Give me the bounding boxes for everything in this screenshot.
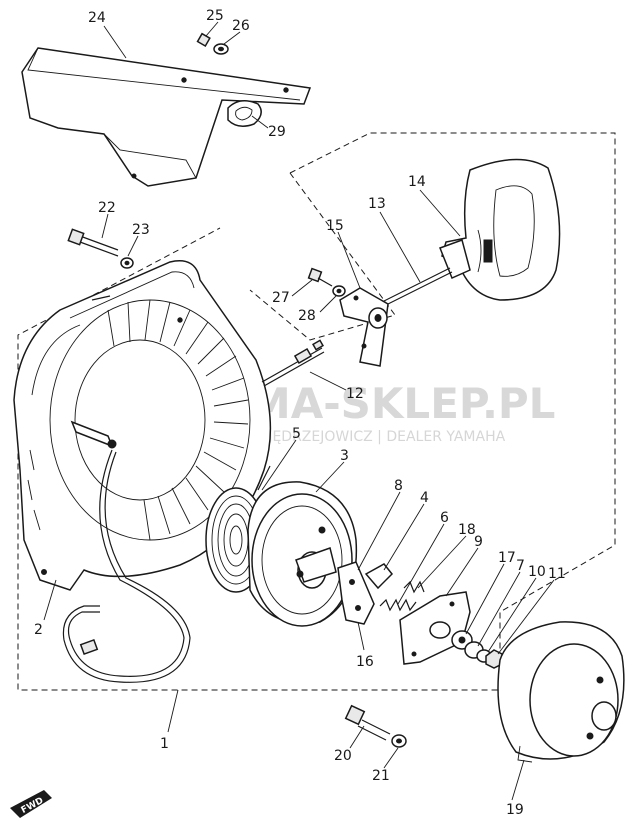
drive-plate-part-9 (399, 591, 471, 665)
callout-20: 20 (334, 748, 352, 764)
callout-24: 24 (88, 10, 106, 26)
spring-part-18 (403, 580, 425, 594)
leader-lines (43, 21, 555, 801)
callout-18: 18 (458, 522, 476, 538)
callout-9: 9 (474, 534, 483, 550)
stop-switch-cable (67, 449, 185, 677)
pawl-spring-part-4 (364, 563, 394, 590)
rope-guide-part-15 (339, 287, 389, 367)
callout-10: 10 (528, 564, 546, 580)
callout-28: 28 (298, 308, 316, 324)
callout-26: 26 (232, 18, 250, 34)
callout-2: 2 (34, 622, 43, 638)
callout-17: 17 (498, 550, 516, 566)
washer-part-21 (391, 734, 407, 748)
washer-28 (332, 285, 346, 297)
callout-14: 14 (408, 174, 426, 190)
pulley-part-3 (247, 481, 358, 627)
rod-part-12 (261, 339, 325, 387)
watermark-subtitle: PIOTR JĘDRZEJOWICZ | DEALER YAMAHA (222, 429, 506, 445)
drive-cup-part-19 (497, 621, 625, 763)
callout-25: 25 (206, 8, 224, 24)
callout-7: 7 (516, 558, 525, 574)
screw-25 (196, 32, 211, 47)
fwd-arrow-badge: FWD (10, 790, 52, 818)
callout-6: 6 (440, 510, 449, 526)
callouts: 24 25 26 29 22 23 14 13 15 27 28 12 5 3 … (34, 8, 566, 818)
callout-22: 22 (98, 200, 116, 216)
starter-rope-part-13 (377, 267, 453, 309)
fwd-arrow-icon (10, 790, 52, 818)
callout-29: 29 (268, 124, 286, 140)
starter-handle-part-14 (439, 158, 561, 301)
callout-11: 11 (548, 566, 566, 582)
top-cover-part (21, 47, 312, 187)
callout-23: 23 (132, 222, 150, 238)
screw-27 (307, 267, 333, 287)
callout-27: 27 (272, 290, 290, 306)
callout-19: 19 (506, 802, 524, 818)
grommet-29 (227, 100, 262, 127)
washer-23 (120, 257, 134, 269)
callout-12: 12 (346, 386, 364, 402)
bolt-part-20 (344, 704, 391, 741)
cable-connector (79, 638, 99, 656)
callout-5: 5 (292, 426, 301, 442)
pawl-part-8 (337, 561, 375, 625)
callout-8: 8 (394, 478, 403, 494)
callout-15: 15 (326, 218, 344, 234)
spring-part-6 (379, 598, 417, 612)
washer-26 (213, 43, 229, 55)
fan-vanes (49, 299, 251, 541)
callout-13: 13 (368, 196, 386, 212)
callout-16: 16 (356, 654, 374, 670)
callout-4: 4 (420, 490, 429, 506)
handle-group-boundary (249, 172, 396, 341)
assembly-boundary (17, 132, 616, 691)
callout-3: 3 (340, 448, 349, 464)
callout-1: 1 (160, 736, 169, 752)
callout-21: 21 (372, 768, 390, 784)
bolt-22 (67, 228, 119, 257)
